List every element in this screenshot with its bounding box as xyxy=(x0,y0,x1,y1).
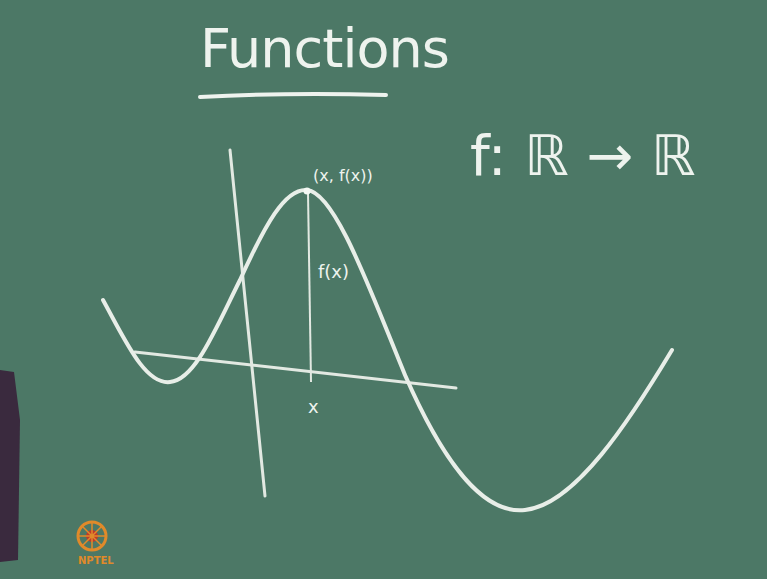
point-dot xyxy=(304,188,311,195)
function-notation: f: ℝ → ℝ xyxy=(470,128,696,184)
point-label: (x, f(x)) xyxy=(313,168,373,184)
title-underline xyxy=(200,94,386,97)
axis-value-label: x xyxy=(308,398,319,416)
value-label: f(x) xyxy=(318,263,349,281)
y-axis xyxy=(230,150,265,496)
function-curve xyxy=(103,190,672,510)
lecturer-silhouette xyxy=(0,370,20,562)
nptel-logo xyxy=(78,522,106,550)
ordinate-line xyxy=(308,193,311,382)
logo-text: NPTEL xyxy=(78,556,114,566)
title: Functions xyxy=(200,22,449,76)
